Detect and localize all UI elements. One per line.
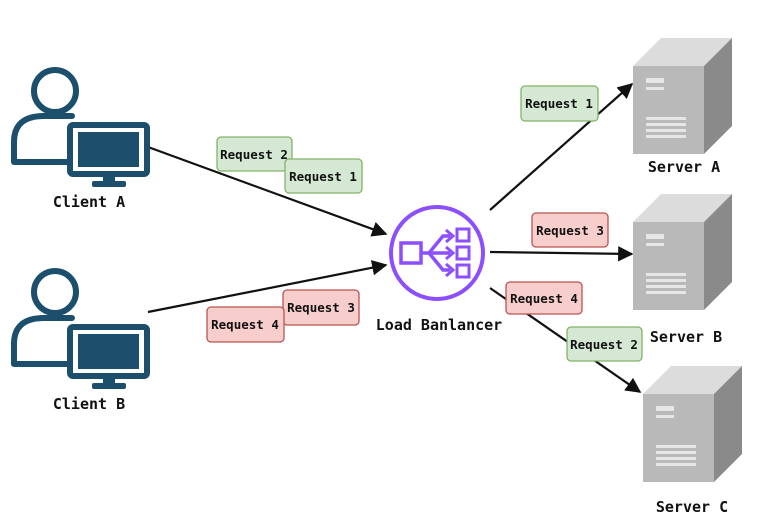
request-tag: Request 3 bbox=[531, 212, 609, 248]
request-tag: Request 2 bbox=[216, 136, 293, 172]
server-tower-icon bbox=[643, 366, 742, 482]
server-c: Server C bbox=[643, 366, 742, 516]
server-b-label: Server B bbox=[650, 328, 722, 346]
request-tag-label: Request 3 bbox=[287, 300, 355, 315]
load-balancer-label: Load Banlancer bbox=[376, 316, 502, 334]
request-tag: Request 1 bbox=[284, 158, 363, 194]
user-computer-icon bbox=[11, 67, 150, 187]
server-a: Server A bbox=[633, 38, 732, 176]
request-tag-label: Request 1 bbox=[289, 169, 357, 184]
server-c-label: Server C bbox=[656, 498, 728, 516]
request-tag: Request 4 bbox=[206, 306, 285, 343]
request-tag: Request 1 bbox=[520, 85, 599, 122]
arrow-client-a-to-lb bbox=[147, 145, 388, 237]
request-tag-label: Request 2 bbox=[570, 337, 638, 352]
user-computer-icon bbox=[11, 268, 150, 389]
server-tower-icon bbox=[633, 38, 732, 154]
request-tag: Request 2 bbox=[566, 326, 643, 362]
server-b: Server B bbox=[633, 194, 732, 346]
client-b-label: Client B bbox=[53, 395, 125, 413]
load-balancer-icon bbox=[389, 205, 485, 301]
request-tag-label: Request 1 bbox=[525, 96, 593, 111]
request-tag-label: Request 2 bbox=[220, 147, 288, 162]
request-tag-label: Request 3 bbox=[536, 223, 604, 238]
arrow-lb-to-server-a bbox=[489, 82, 634, 211]
server-tower-icon bbox=[633, 194, 732, 310]
request-tag-label: Request 4 bbox=[510, 291, 578, 306]
load-balancer: Load Banlancer bbox=[376, 205, 502, 334]
request-tag-label: Request 4 bbox=[211, 317, 279, 332]
request-tag: Request 3 bbox=[282, 289, 360, 326]
client-a-label: Client A bbox=[53, 193, 125, 211]
request-tag: Request 4 bbox=[505, 281, 583, 315]
client-b: Client B bbox=[11, 268, 150, 413]
server-a-label: Server A bbox=[648, 158, 720, 176]
arrow-lb-to-server-b bbox=[489, 246, 634, 262]
arrow-client-b-to-lb bbox=[147, 260, 388, 314]
client-a: Client A bbox=[11, 67, 150, 211]
